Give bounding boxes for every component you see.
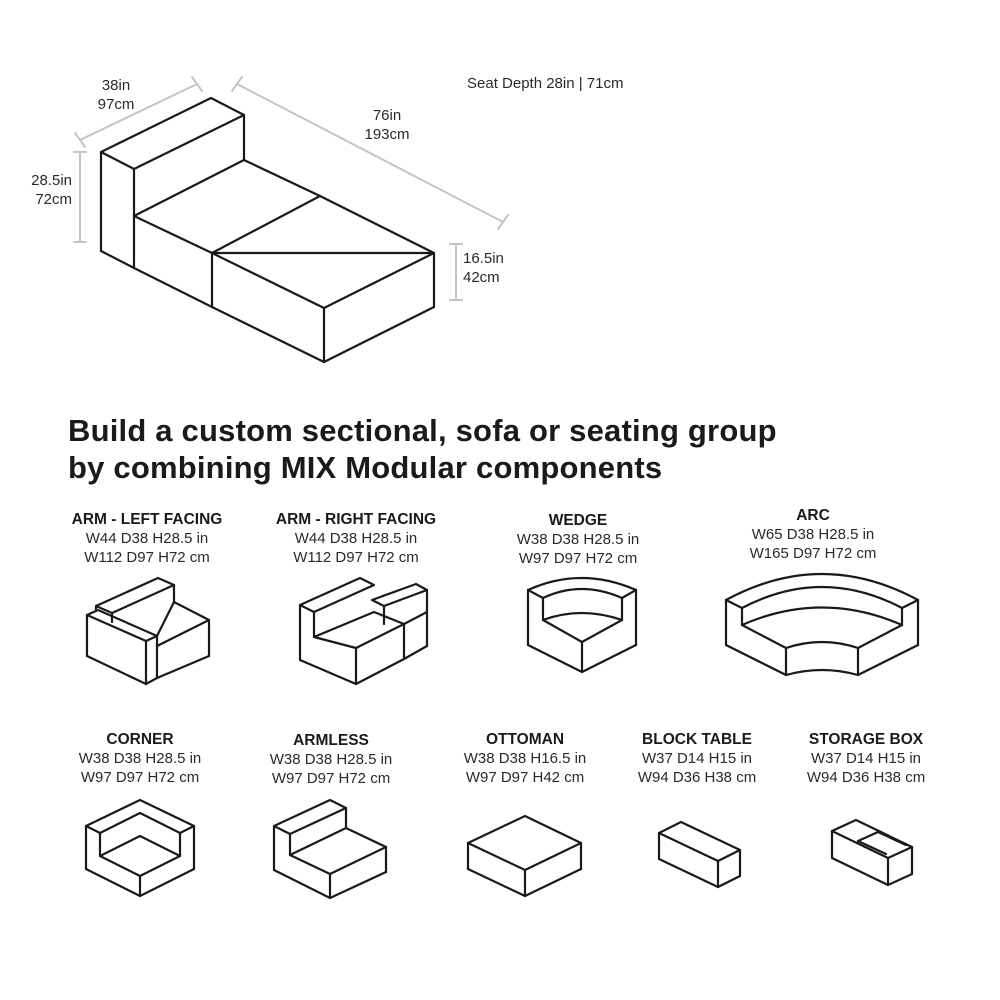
width-in: 38in (101, 77, 131, 94)
width-cm: 97cm (97, 96, 135, 113)
component-name: ARMLESS (293, 732, 369, 749)
component-spec-in: W38 D38 H16.5 in (463, 750, 587, 767)
component-spec-cm: W165 D97 H72 cm (749, 545, 877, 562)
headline-line-1: Build a custom sectional, sofa or seatin… (68, 413, 777, 448)
component-arm-left-facing: ARM - LEFT FACING W44 D38 H28.5 in W112 … (57, 510, 237, 567)
page-headline: Build a custom sectional, sofa or seatin… (68, 412, 777, 486)
component-armless: ARMLESS W38 D38 H28.5 in W97 D97 H72 cm (246, 731, 416, 788)
component-spec-in: W65 D38 H28.5 in (751, 526, 875, 543)
component-arm-right-facing: ARM - RIGHT FACING W44 D38 H28.5 in W112… (261, 510, 451, 567)
height-in: 28.5in (31, 172, 72, 189)
component-name: ARM - LEFT FACING (71, 511, 223, 528)
height-cm: 72cm (35, 191, 72, 208)
component-name: CORNER (106, 731, 174, 748)
component-wedge: WEDGE W38 D38 H28.5 in W97 D97 H72 cm (493, 511, 663, 568)
component-storage-box: STORAGE BOX W37 D14 H15 in W94 D36 H38 c… (786, 730, 946, 787)
component-spec-cm: W112 D97 H72 cm (84, 549, 210, 566)
component-name: STORAGE BOX (808, 731, 924, 748)
chaise-lounge-drawing (73, 76, 509, 364)
component-spec-cm: W94 D36 H38 cm (806, 769, 926, 786)
height-dimension-label: 28.5in 72cm (10, 171, 72, 209)
length-in: 76in (372, 107, 402, 124)
component-spec-cm: W97 D97 H72 cm (80, 769, 200, 786)
component-spec-cm: W112 D97 H72 cm (293, 549, 419, 566)
component-spec-cm: W97 D97 H72 cm (271, 770, 391, 787)
component-block-table: BLOCK TABLE W37 D14 H15 in W94 D36 H38 c… (617, 730, 777, 787)
length-dimension-label: 76in 193cm (355, 106, 419, 144)
seat-height-cm: 42cm (463, 269, 500, 286)
component-corner: CORNER W38 D38 H28.5 in W97 D97 H72 cm (55, 730, 225, 787)
width-dimension-label: 38in 97cm (88, 76, 144, 114)
component-spec-in: W44 D38 H28.5 in (294, 530, 418, 547)
component-ottoman: OTTOMAN W38 D38 H16.5 in W97 D97 H42 cm (440, 730, 610, 787)
seat-height-in: 16.5in (463, 250, 504, 267)
component-spec-in: W38 D38 H28.5 in (269, 751, 393, 768)
component-name: ARM - RIGHT FACING (275, 511, 437, 528)
component-name: WEDGE (548, 512, 608, 529)
component-spec-cm: W97 D97 H42 cm (465, 769, 585, 786)
component-spec-in: W37 D14 H15 in (641, 750, 753, 767)
headline-line-2: by combining MIX Modular components (68, 450, 663, 485)
component-spec-in: W37 D14 H15 in (810, 750, 922, 767)
component-spec-in: W38 D38 H28.5 in (516, 531, 640, 548)
component-spec-in: W38 D38 H28.5 in (78, 750, 202, 767)
seat-height-dimension-label: 16.5in 42cm (463, 249, 523, 287)
seat-depth-label: Seat Depth 28in | 71cm (467, 75, 624, 92)
component-spec-cm: W94 D36 H38 cm (637, 769, 757, 786)
component-name: OTTOMAN (485, 731, 565, 748)
component-arc: ARC W65 D38 H28.5 in W165 D97 H72 cm (728, 506, 898, 563)
component-spec-cm: W97 D97 H72 cm (518, 550, 638, 567)
component-name: ARC (796, 507, 830, 524)
length-cm: 193cm (364, 126, 410, 143)
component-spec-in: W44 D38 H28.5 in (85, 530, 209, 547)
component-name: BLOCK TABLE (642, 731, 752, 748)
